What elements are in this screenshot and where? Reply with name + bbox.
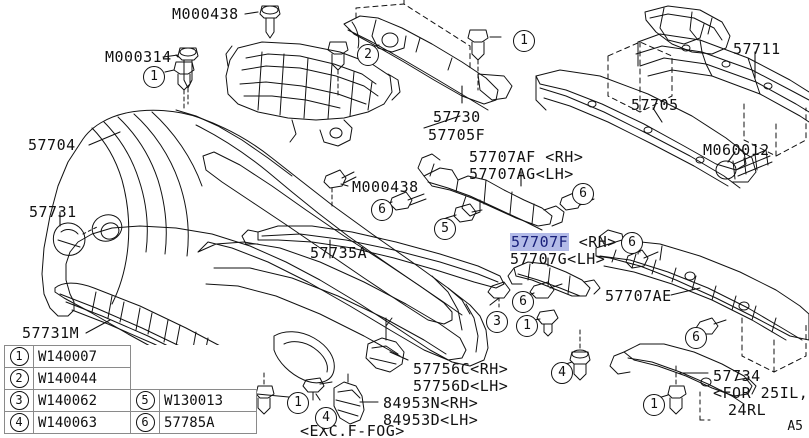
callout-bubble[interactable]: 4 [315, 407, 337, 429]
fastener-4-bottom [302, 377, 333, 401]
legend-code-cell: W140063 [33, 411, 131, 434]
fastener-m000438-mid [323, 169, 357, 207]
part-label: M000438 [172, 5, 239, 23]
legend-row[interactable]: 2 W140044 [4, 367, 257, 390]
legend-number-cell: 3 [4, 389, 34, 412]
part-57707af-bracket [417, 153, 565, 231]
part-label: 84953D<LH> [383, 411, 479, 429]
part-57735a-seal [241, 225, 505, 289]
part-label: 57707AF <RH> [469, 148, 584, 166]
part-label: 57711 [733, 40, 781, 58]
legend-number-cell: 5 [130, 389, 160, 412]
part-label: 57730 [433, 108, 481, 126]
fastener-m060012 [715, 149, 773, 180]
part-57731-sensor-cover [52, 222, 100, 256]
callout-bubble[interactable]: 1 [287, 392, 309, 414]
legend-number-cell: 2 [4, 367, 34, 390]
fastener-m000438-top [259, 5, 281, 39]
callout-bubble[interactable]: 1 [513, 30, 535, 52]
part-57756-fog-cover [365, 317, 405, 373]
legend-code-cell: W130013 [159, 389, 257, 412]
callout-bubble[interactable]: 5 [434, 218, 456, 240]
callout-bubble[interactable]: 3 [486, 311, 508, 333]
fastener-1-bottom [255, 369, 275, 415]
part-57711-beam [607, 5, 809, 157]
legend-number-badge: 1 [9, 347, 29, 366]
callout-bubble[interactable]: 6 [512, 291, 534, 313]
callout-bubble[interactable]: 6 [621, 232, 643, 254]
part-label: 57756C<RH> [413, 360, 509, 378]
callout-bubble[interactable]: 2 [357, 44, 379, 66]
part-57707ae-lower-cover [595, 229, 809, 373]
highlighted-part-suffix: <RH> [569, 233, 617, 251]
legend-row[interactable]: 4 W140063 6 57785A [4, 411, 257, 434]
callout-bubble[interactable]: 4 [551, 362, 573, 384]
callout-bubble[interactable]: 1 [143, 66, 165, 88]
part-label: 57707AE [605, 287, 672, 305]
part-57704-bumper-cover [41, 109, 489, 384]
legend-code-cell: W140062 [33, 389, 131, 412]
highlighted-part-number: 57707F [510, 233, 570, 251]
part-label: 57705F [428, 126, 486, 144]
callout-bubble[interactable]: 1 [516, 315, 538, 337]
sheet-code: A5 [787, 419, 803, 434]
callout-bubble[interactable]: 6 [371, 199, 393, 221]
part-label: M000438 [352, 178, 419, 196]
legend-number-cell: 1 [4, 345, 34, 368]
legend-number-badge: 6 [135, 413, 155, 432]
legend-number-badge: 4 [9, 413, 29, 432]
part-label: <EXC.F-FOG> [300, 422, 405, 438]
part-label: <FOR 25IL, [713, 384, 809, 402]
part-label: 57707G<LH> [510, 250, 606, 268]
legend-code-cell: 57785A [159, 411, 257, 434]
fastener-1-mid [536, 309, 559, 337]
callout-bubble[interactable]: 6 [685, 327, 707, 349]
fastener-4-lower [569, 329, 591, 381]
part-label: 57704 [28, 136, 76, 154]
legend-table: 1 W140007 2 W140044 3 W140062 5 W130013 … [4, 345, 257, 434]
part-label: 57707AG<LH> [469, 165, 574, 183]
part-label-highlighted: 57707F <RH> [510, 233, 617, 251]
fasteners [173, 5, 773, 415]
part-57705f-upper-support [225, 41, 401, 147]
legend-number-cell: 6 [130, 411, 160, 434]
part-57705-absorber [535, 69, 757, 189]
legend-number-cell: 4 [4, 411, 34, 434]
legend-code-cell: W140007 [33, 345, 131, 368]
fastener-clip-1-topright [467, 29, 489, 91]
legend-code-cell: W140044 [33, 367, 131, 390]
part-label: 57756D<LH> [413, 377, 509, 395]
callout-bubble[interactable]: 6 [572, 183, 594, 205]
callout-bubble[interactable]: 1 [643, 394, 665, 416]
part-57734-air-dam [609, 343, 757, 421]
part-label: 57734 [713, 367, 761, 385]
legend-row[interactable]: 3 W140062 5 W130013 [4, 389, 257, 412]
part-label: M000314 [105, 48, 172, 66]
legend-number-badge: 2 [9, 369, 29, 388]
fastener-clip-2 [327, 41, 349, 97]
part-label: 57731 [29, 203, 77, 221]
fastener-6-mid [529, 281, 563, 299]
part-label: M060012 [703, 141, 770, 159]
part-84953-sensor-bracket [333, 373, 365, 425]
part-label: 24RL [728, 401, 767, 419]
part-57730-brace [343, 0, 513, 111]
part-label: 57705 [631, 96, 679, 114]
legend-body: 1 W140007 2 W140044 3 W140062 5 W130013 … [4, 345, 257, 434]
fastener-3-bolt [487, 281, 511, 309]
part-label: 84953N<RH> [383, 394, 479, 412]
legend-number-badge: 5 [135, 391, 155, 410]
part-label: 57731M [22, 324, 80, 342]
legend-number-badge: 3 [9, 391, 29, 410]
part-label: 57735A [310, 244, 368, 262]
fastener-6-right2 [625, 249, 659, 269]
fastener-m000314 [177, 47, 199, 105]
legend-row[interactable]: 1 W140007 [4, 345, 257, 368]
fastener-1-bottomright [667, 365, 687, 415]
